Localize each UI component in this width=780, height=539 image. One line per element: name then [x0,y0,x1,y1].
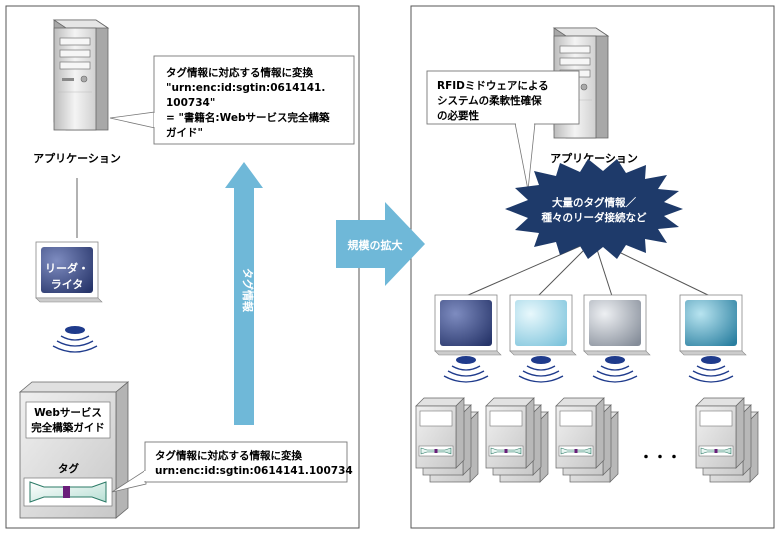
reader-1-icon [434,294,502,356]
reader-2-icon [509,294,577,356]
left-server-label: アプリケーション [33,151,121,165]
book-stack-1 [416,398,478,482]
right-server-label: アプリケーション [550,151,638,165]
reader-label-line-1: リーダ・ [45,261,89,275]
book-title-line-1: Webサービス [34,406,102,419]
reader-4-icon [679,294,747,356]
starburst-line-2: 種々のリーダ接続など [542,211,647,224]
reader-label-line-2: ライタ [51,278,84,291]
book-title-line-2: 完全構築ガイド [31,421,105,434]
tag-label: タグ [58,462,79,475]
book-stack-3 [556,398,618,482]
book-stack-4 [696,398,758,482]
right-callout-line-1: RFIDミドウェアによる [437,80,549,92]
application-server-icon [53,19,109,131]
callout-top-line-4: = "書籍名:Webサービス完全構築 [166,111,330,124]
right-callout-line-2: システムの柔軟性確保 [437,94,542,107]
reader-3-icon [583,294,651,356]
left-callout-bottom: タグ情報に対応する情報に変換 urn:enc:id:sgtin:0614141.… [111,441,353,493]
right-callout: RFIDミドウェアによる システムの柔軟性確保 の必要性 [426,70,580,191]
book-with-tag [18,381,130,519]
scale-up-arrow-label: 規模の拡大 [348,238,403,252]
tag-info-arrow-label: タグ情報 [241,268,255,313]
ellipsis-more-books: ・・・ [639,450,681,466]
callout-top-line-2: "urn:enc:id:sgtin:0614141. [166,82,325,94]
right-callout-line-3: の必要性 [437,109,479,122]
callout-bottom-line-1: タグ情報に対応する情報に変換 [155,449,302,462]
callout-top-line-1: タグ情報に対応する情報に変換 [166,66,313,79]
reader-writer-icon [35,241,103,303]
tag-info-arrow [225,162,263,425]
callout-bottom-line-2: urn:enc:id:sgtin:0614141.100734 [155,465,353,477]
callout-top-line-3: 100734" [166,97,215,109]
callout-top-line-5: ガイド" [166,126,203,139]
starburst-shape [505,159,683,259]
starburst-line-1: 大量のタグ情報／ [552,196,636,209]
book-stack-2 [486,398,548,482]
left-callout-top: タグ情報に対応する情報に変換 "urn:enc:id:sgtin:0614141… [109,55,355,145]
scale-up-arrow [336,202,425,286]
